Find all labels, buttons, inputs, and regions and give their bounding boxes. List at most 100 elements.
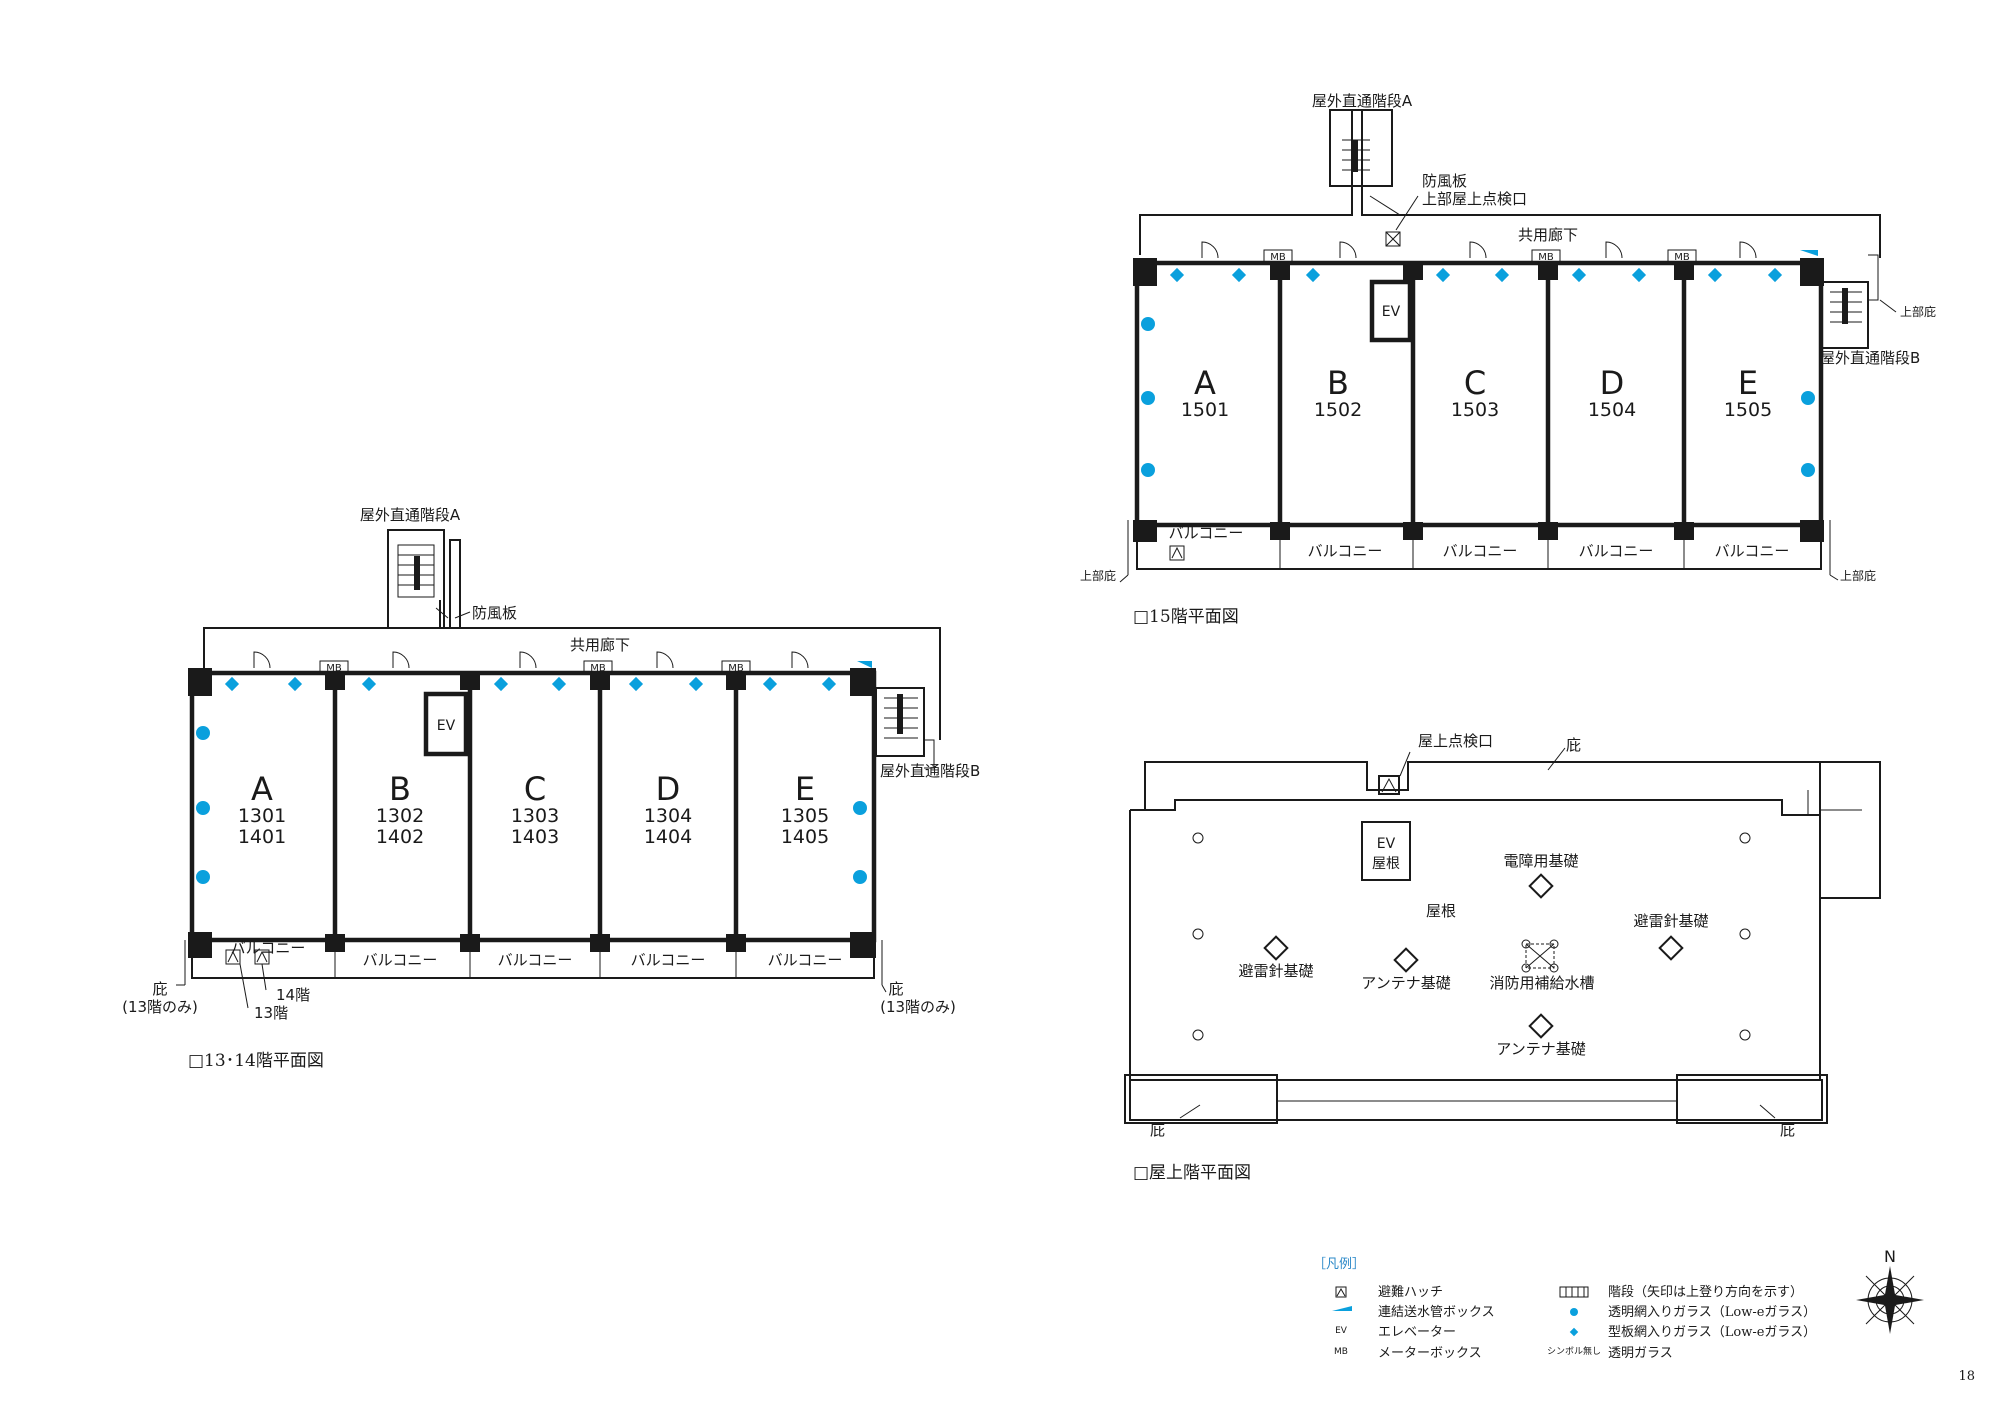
room-number: 1403 xyxy=(511,826,559,848)
legend-label: 避難ハッチ xyxy=(1378,1285,1443,1300)
pipe-box-icon xyxy=(1332,1306,1352,1311)
room-number: 1303 xyxy=(511,805,559,827)
antenna-base-label: アンテナ基礎 xyxy=(1361,974,1450,992)
balcony-label: バルコニー xyxy=(498,951,573,969)
door-arcs xyxy=(253,651,809,669)
balcony-label: バルコニー xyxy=(631,951,706,969)
eave-label: 庇 xyxy=(888,980,903,998)
balcony-label: バルコニー xyxy=(231,939,306,957)
antenna-base-label: アンテナ基礎 xyxy=(1496,1040,1585,1058)
plan-13-14: EV MB MB MB xyxy=(122,506,980,1071)
roof-bottom-strip xyxy=(1129,1079,1823,1121)
eave-label: 庇 xyxy=(152,980,167,998)
stair-a-label: 屋外直通階段A xyxy=(1312,92,1413,110)
room-number: 1502 xyxy=(1314,399,1362,421)
mb-label: MB xyxy=(1538,252,1554,263)
legend-symbol-none: シンボル無し xyxy=(1547,1345,1601,1357)
corridor-label: 共用廊下 xyxy=(570,636,630,654)
balcony-label: バルコニー xyxy=(363,951,438,969)
ev-roof-label: 屋根 xyxy=(1372,856,1400,872)
elevator-box-15 xyxy=(1369,279,1413,343)
unit-letter: D xyxy=(1600,364,1625,402)
mb-label: MB xyxy=(1270,252,1286,263)
roof-parapet xyxy=(1144,761,1881,898)
mb-label: MB xyxy=(1674,252,1690,263)
legend-symbol-ev: EV xyxy=(1335,1326,1348,1336)
unit-letter: A xyxy=(251,770,273,808)
room-number: 1301 xyxy=(238,805,286,827)
corridor-outline xyxy=(203,539,941,740)
stair-b-15 xyxy=(1821,254,1879,349)
windboard-label: 防風板 xyxy=(1422,172,1467,190)
room-number: 1404 xyxy=(644,826,692,848)
legend-label: 透明ガラス xyxy=(1608,1346,1673,1361)
upper-hatch-label: 上部屋上点検口 xyxy=(1422,190,1527,208)
balcony-label: バルコニー xyxy=(1715,542,1790,560)
stair-b-label: 屋外直通階段B xyxy=(1820,349,1920,367)
stairs-icon xyxy=(1559,1286,1589,1298)
corridor-label: 共用廊下 xyxy=(1518,226,1578,244)
roof-hatch-icon xyxy=(1378,775,1400,795)
circle-icon xyxy=(1570,1308,1578,1316)
radio-base-label: 電障用基礎 xyxy=(1503,852,1578,870)
legend-label: エレベーター xyxy=(1378,1325,1456,1340)
balcony-label: バルコニー xyxy=(1579,542,1654,560)
room-number: 1302 xyxy=(376,805,424,827)
pipe-box-icon xyxy=(1800,250,1818,256)
glass-markers-13-14 xyxy=(196,676,867,884)
water-tank-icon xyxy=(1521,939,1559,973)
stair-b-label: 屋外直通階段B xyxy=(880,762,980,780)
legend-label: 連結送水管ボックス xyxy=(1378,1305,1495,1320)
eave-note: (13階のみ) xyxy=(122,998,198,1016)
eave-label: 庇 xyxy=(1780,1121,1795,1139)
balcony-strip-13-14 xyxy=(191,939,875,979)
stair-b xyxy=(875,687,935,769)
unit-letter: D xyxy=(656,770,681,808)
legend-label: メーターボックス xyxy=(1378,1346,1482,1361)
unit-letter: E xyxy=(1738,364,1758,402)
balcony-label: バルコニー xyxy=(768,951,843,969)
balcony-label: バルコニー xyxy=(1443,542,1518,560)
water-tank-label: 消防用補給水槽 xyxy=(1489,974,1594,992)
plan-roof: 屋上点検口 庇 EV 屋根 電障用基礎 屋根 避雷針基礎 避雷針基礎 アンテナ基… xyxy=(1124,732,1881,1183)
mb-label: MB xyxy=(326,663,342,674)
balcony-label: バルコニー xyxy=(1169,524,1244,542)
stair-a xyxy=(387,529,445,629)
balcony-label: バルコニー xyxy=(1308,542,1383,560)
floor-14-label: 14階 xyxy=(276,986,310,1004)
unit-letter: C xyxy=(1464,364,1486,402)
room-number: 1504 xyxy=(1588,399,1636,421)
balcony-strip-15 xyxy=(1136,524,1822,570)
legend: ［凡例］ EV MB 避難ハッチ 連結送水管ボックス エレベーター メーターボッ… xyxy=(1313,1257,1816,1361)
upper-hatch-icon xyxy=(1385,231,1401,247)
lightning-base-label: 避雷針基礎 xyxy=(1633,912,1708,930)
upper-eave-label: 上部庇 xyxy=(1840,568,1876,583)
mb-label: MB xyxy=(728,663,744,674)
unit-letter: B xyxy=(1327,364,1349,402)
lightning-base-label: 避雷針基礎 xyxy=(1238,962,1313,980)
room-number: 1304 xyxy=(644,805,692,827)
room-number: 1305 xyxy=(781,805,829,827)
legend-label: 透明網入りガラス（Low-eガラス） xyxy=(1608,1305,1816,1320)
pipe-box-icon xyxy=(857,661,872,668)
room-number: 1505 xyxy=(1724,399,1772,421)
stair-a-15 xyxy=(1329,109,1393,187)
page-number: 18 xyxy=(1958,1369,1975,1384)
eave-note: (13階のみ) xyxy=(880,998,956,1016)
foundation-markers xyxy=(1263,873,1684,1039)
room-number: 1501 xyxy=(1181,399,1229,421)
plan-15-caption: □15階平面図 xyxy=(1133,607,1239,627)
unit-letter: A xyxy=(1194,364,1216,402)
unit-letter: E xyxy=(795,770,815,808)
elevator-box xyxy=(423,691,469,757)
roof-drains xyxy=(1192,832,1751,1041)
room-number: 1402 xyxy=(376,826,424,848)
roof-label: 屋根 xyxy=(1426,902,1456,920)
room-number: 1503 xyxy=(1451,399,1499,421)
unit-letter: C xyxy=(524,770,546,808)
ev-label: EV xyxy=(437,718,456,734)
compass-north-label: N xyxy=(1884,1247,1896,1266)
mb-label: MB xyxy=(590,663,606,674)
eave-label: 庇 xyxy=(1150,1121,1165,1139)
